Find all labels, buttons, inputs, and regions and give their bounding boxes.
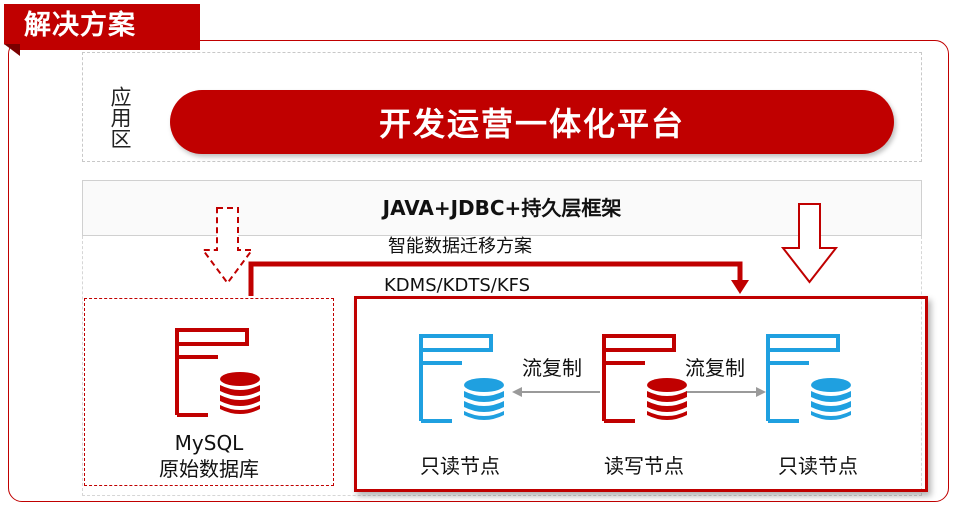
application-zone — [82, 52, 922, 162]
application-zone-label: 应用区 — [108, 86, 132, 149]
down-arrow-icon — [780, 203, 839, 284]
migration-label: 智能数据迁移方案 — [388, 236, 532, 257]
read-only-node-left-icon — [419, 334, 504, 423]
read-write-node-label: 读写节点 — [604, 454, 684, 478]
solution-frame — [8, 40, 949, 502]
framework-label: JAVA+JDBC+持久层框架 — [382, 196, 622, 220]
migration-arrow-icon — [248, 261, 743, 296]
read-only-node-right-label: 只读节点 — [778, 454, 858, 478]
title-banner — [4, 4, 200, 50]
replication-right-label: 流复制 — [685, 356, 745, 380]
database-zone — [82, 236, 922, 496]
migration-arrowhead-icon — [731, 280, 749, 294]
source-database-label: MySQL 原始数据库 — [84, 430, 334, 482]
replication-left-label: 流复制 — [522, 356, 582, 380]
read-only-node-right-icon — [766, 334, 851, 423]
devops-platform-banner: 开发运营一体化平台 — [170, 90, 894, 154]
page-title: 解决方案 — [24, 10, 136, 41]
read-only-node-left-label: 只读节点 — [420, 454, 500, 478]
source-database-box — [84, 298, 334, 486]
target-cluster-box — [354, 296, 928, 492]
migration-tools-label: KDMS/KDTS/KFS — [384, 275, 531, 296]
title-banner-fold — [4, 44, 20, 56]
dashed-down-arrow-icon — [201, 207, 254, 285]
read-write-node-icon — [602, 334, 687, 423]
source-database-type: MySQL — [174, 431, 244, 455]
source-database-name: 原始数据库 — [159, 457, 259, 481]
database-server-icon — [175, 328, 260, 417]
